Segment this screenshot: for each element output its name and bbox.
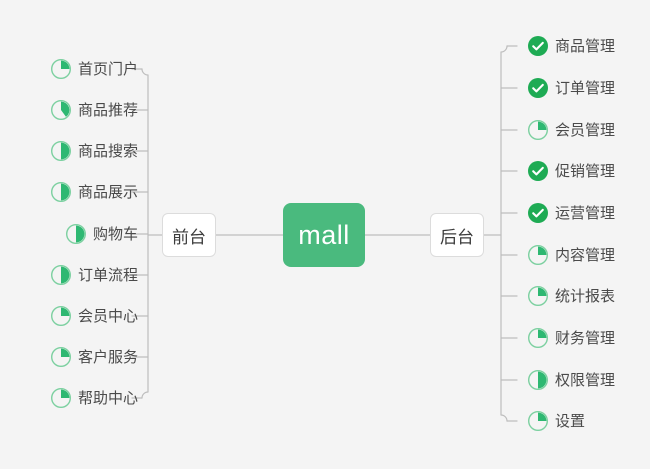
progress-icon — [50, 181, 72, 203]
leaf-node-right-3[interactable]: 会员管理 — [527, 118, 615, 142]
progress-icon — [527, 410, 549, 432]
leaf-node-label: 商品管理 — [555, 37, 616, 55]
progress-icon — [527, 327, 549, 349]
leaf-node-right-8[interactable]: 财务管理 — [527, 326, 615, 350]
branch-node-backend[interactable]: 后台 — [430, 213, 484, 257]
leaf-node-right-9[interactable]: 权限管理 — [527, 368, 615, 392]
leaf-node-right-1[interactable]: 商品管理 — [527, 34, 615, 58]
progress-icon — [50, 387, 72, 409]
progress-icon — [50, 305, 72, 327]
check-circle-icon — [527, 35, 549, 57]
leaf-node-left-2[interactable]: 商品推荐 — [50, 98, 138, 122]
progress-icon — [527, 285, 549, 307]
leaf-node-right-7[interactable]: 统计报表 — [527, 284, 615, 308]
root-node-mall[interactable]: mall — [283, 203, 365, 267]
progress-icon — [50, 58, 72, 80]
leaf-node-label: 商品展示 — [77, 183, 138, 201]
branch-node-frontend-label: 前台 — [172, 227, 206, 247]
leaf-node-label: 首页门户 — [77, 60, 138, 78]
leaf-node-label: 会员管理 — [555, 121, 616, 139]
leaf-node-label: 客户服务 — [77, 348, 138, 366]
branch-node-frontend[interactable]: 前台 — [162, 213, 216, 257]
leaf-node-right-5[interactable]: 运营管理 — [527, 201, 615, 225]
leaf-node-label: 帮助中心 — [77, 389, 138, 407]
leaf-node-label: 财务管理 — [555, 329, 616, 347]
leaf-node-left-4[interactable]: 商品展示 — [50, 180, 138, 204]
leaf-node-left-1[interactable]: 首页门户 — [50, 57, 138, 81]
progress-icon — [527, 244, 549, 266]
leaf-node-left-5[interactable]: 购物车 — [65, 222, 138, 246]
check-circle-icon — [527, 77, 549, 99]
leaf-node-left-3[interactable]: 商品搜索 — [50, 139, 138, 163]
branch-node-backend-label: 后台 — [440, 227, 474, 247]
leaf-node-label: 统计报表 — [555, 287, 616, 305]
leaf-node-label: 内容管理 — [555, 246, 616, 264]
progress-icon — [50, 140, 72, 162]
leaf-node-left-7[interactable]: 会员中心 — [50, 304, 138, 328]
progress-icon — [527, 119, 549, 141]
leaf-node-right-6[interactable]: 内容管理 — [527, 243, 615, 267]
leaf-node-label: 订单流程 — [77, 266, 138, 284]
progress-icon — [50, 264, 72, 286]
progress-icon — [65, 223, 87, 245]
leaf-node-label: 权限管理 — [555, 371, 616, 389]
leaf-node-label: 运营管理 — [555, 204, 616, 222]
leaf-node-left-8[interactable]: 客户服务 — [50, 345, 138, 369]
check-circle-icon — [527, 160, 549, 182]
leaf-node-label: 购物车 — [92, 225, 138, 243]
leaf-node-label: 订单管理 — [555, 79, 616, 97]
leaf-node-label: 促销管理 — [555, 162, 616, 180]
root-node-label: mall — [298, 219, 350, 250]
leaf-node-right-10[interactable]: 设置 — [527, 409, 585, 433]
leaf-node-right-2[interactable]: 订单管理 — [527, 76, 615, 100]
leaf-node-label: 会员中心 — [77, 307, 138, 325]
progress-icon — [527, 369, 549, 391]
progress-icon — [50, 346, 72, 368]
leaf-node-right-4[interactable]: 促销管理 — [527, 159, 615, 183]
leaf-node-label: 商品搜索 — [77, 142, 138, 160]
leaf-node-label: 设置 — [555, 412, 586, 430]
leaf-node-left-9[interactable]: 帮助中心 — [50, 386, 138, 410]
progress-icon — [50, 99, 72, 121]
leaf-node-left-6[interactable]: 订单流程 — [50, 263, 138, 287]
leaf-node-label: 商品推荐 — [77, 101, 138, 119]
check-circle-icon — [527, 202, 549, 224]
